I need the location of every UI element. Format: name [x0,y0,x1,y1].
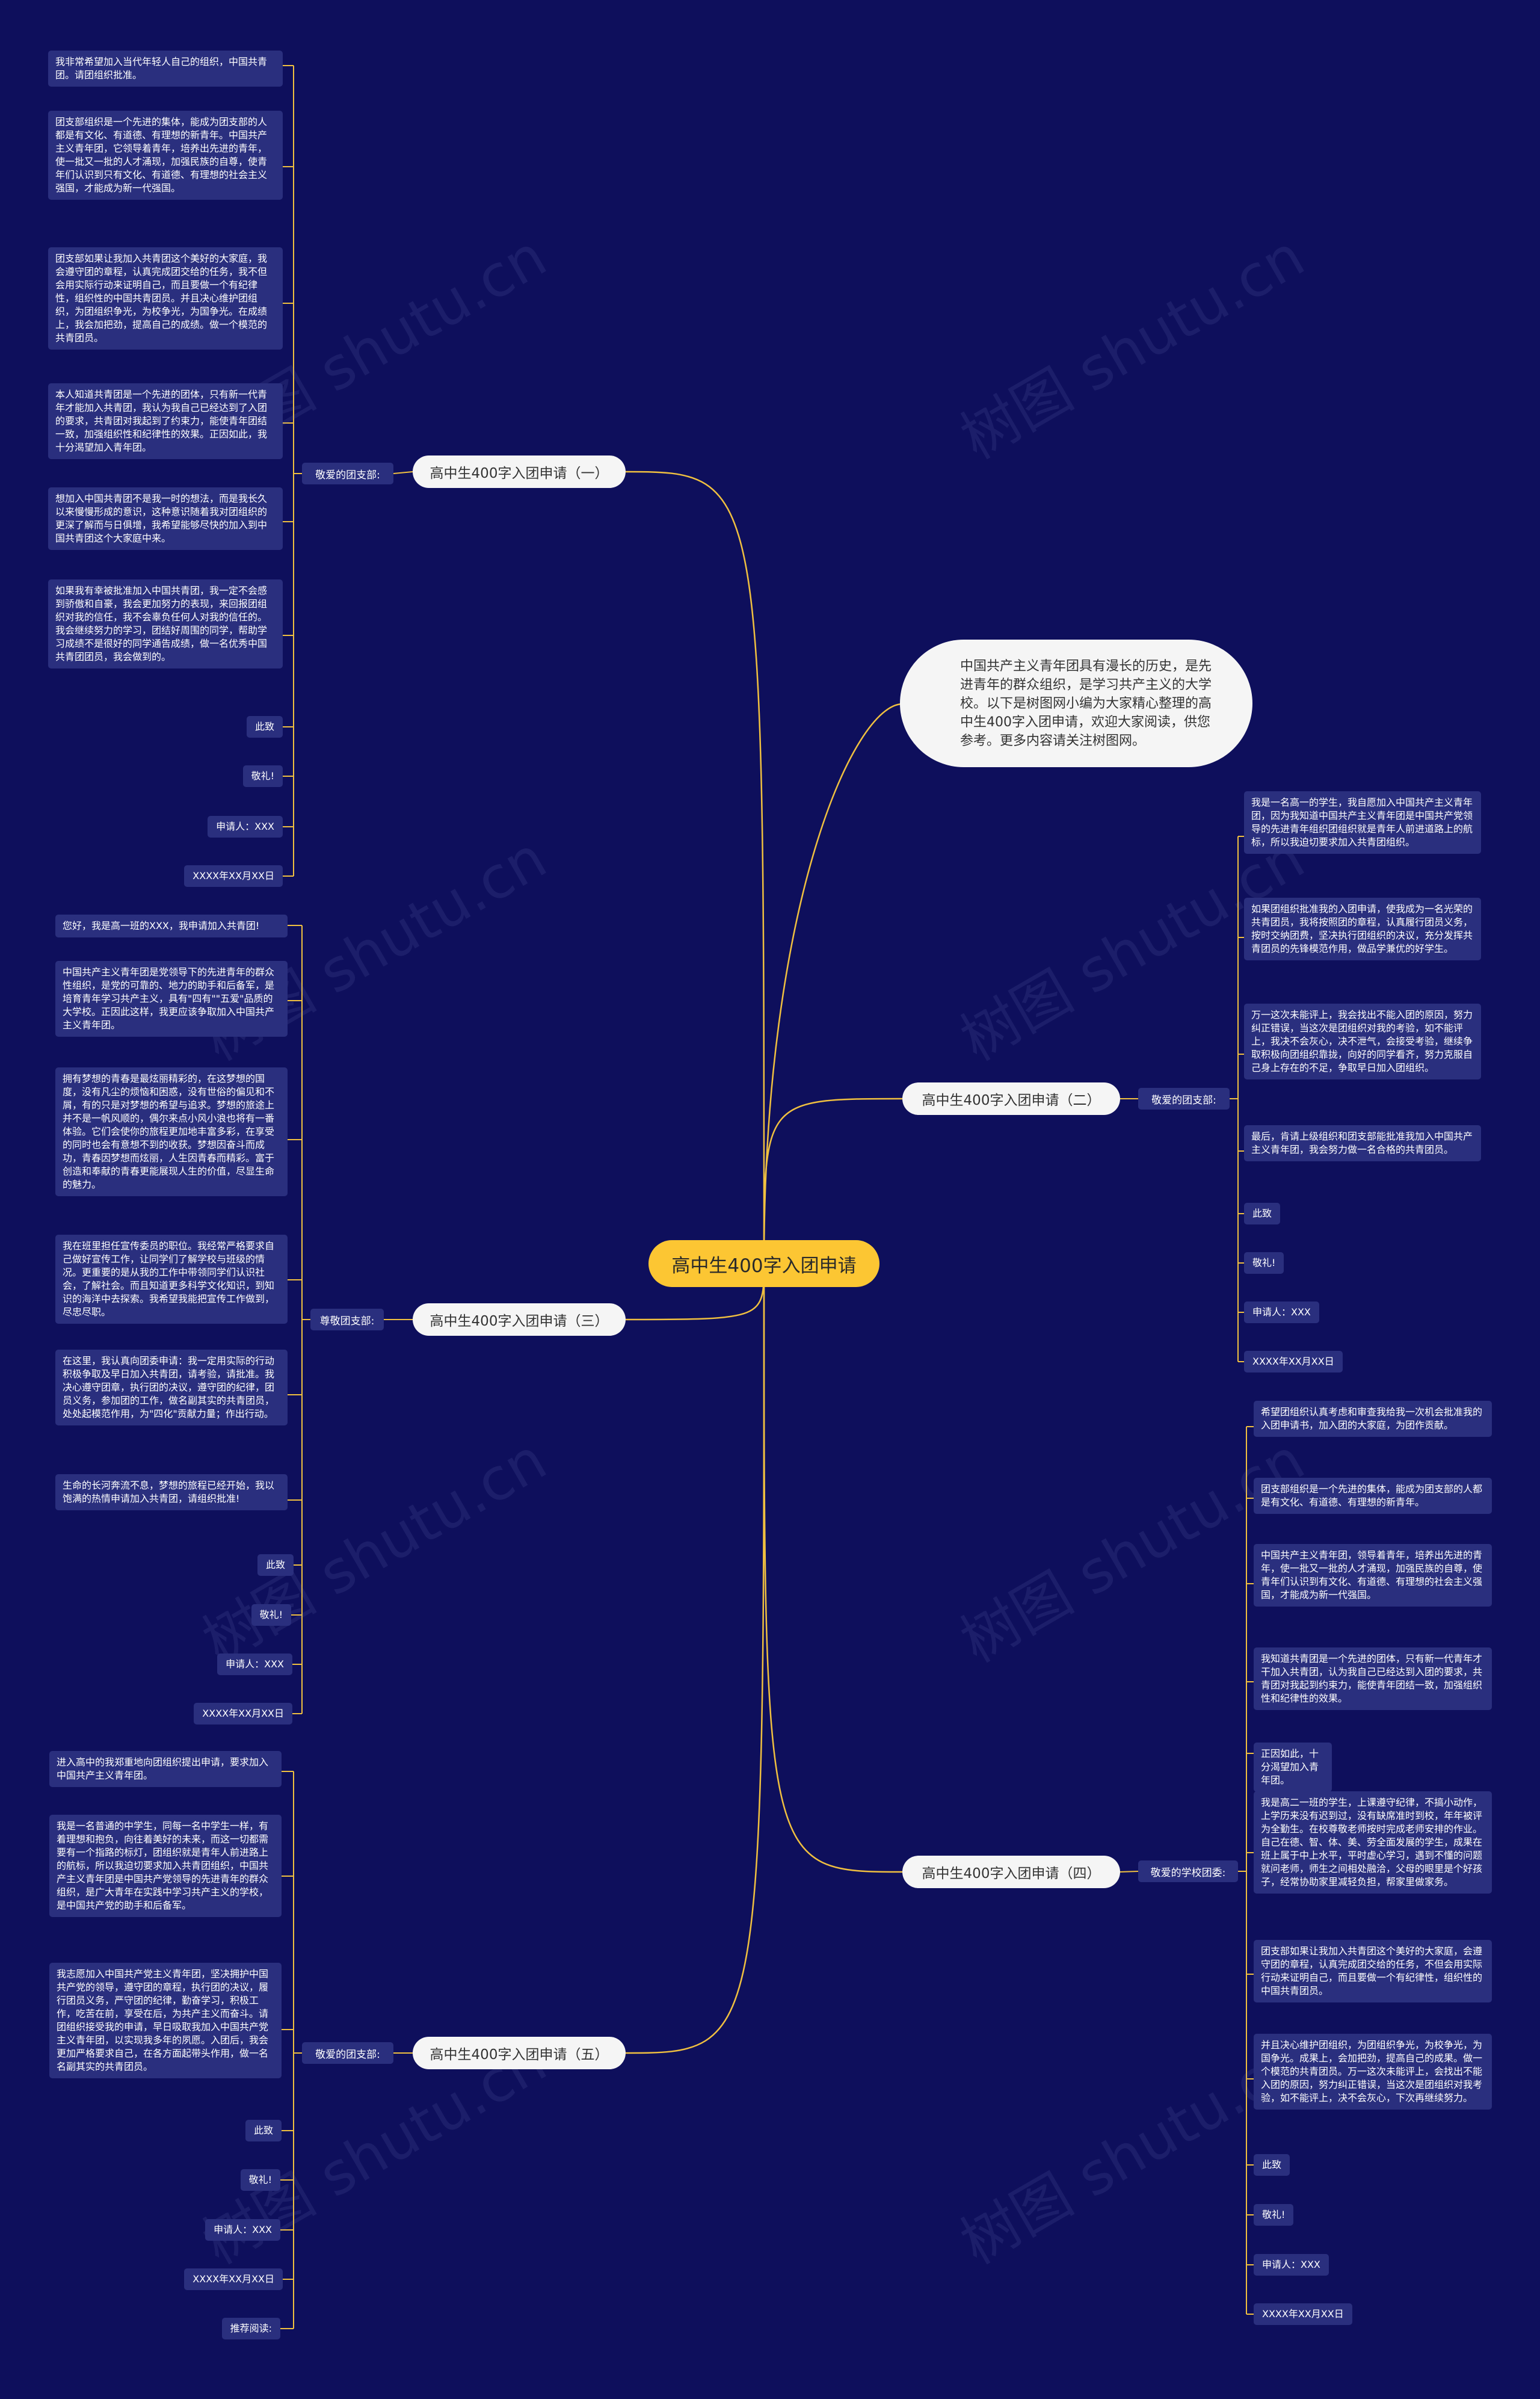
connector-line [1120,1871,1139,1873]
leaf-note-2-3[interactable]: 万一这次未能评上，我会找出不能入团的原因，努力纠正错误，当这次是团组织对我的考验… [1244,1004,1481,1079]
leaf-note-3-1[interactable]: 您好，我是高一班的XXX，我申请加入共青团! [55,915,288,937]
leaf-note-1-10[interactable]: XXXX年XX月XX日 [184,865,283,887]
leaf-note-4-5[interactable]: 正因如此，十分渴望加入青年团。 [1254,1743,1332,1792]
leaf-note-1-1[interactable]: 我非常希望加入当代年轻人自己的组织，中国共青团。请团组织批准。 [48,51,283,87]
leaf-note-4-11[interactable]: 申请人：XXX [1254,2254,1329,2276]
leaf-note-1-8[interactable]: 敬礼! [242,765,283,787]
connector-line [393,471,413,474]
leaf-note-4-10[interactable]: 敬礼! [1254,2204,1294,2226]
leaf-note-2-1[interactable]: 我是一名高一的学生，我自愿加入中国共产主义青年团，因为我知道中国共产主义青年团是… [1244,791,1481,854]
salutation-tag-1[interactable]: 敬爱的团支部: [302,463,393,484]
leaf-note-5-4[interactable]: 此致 [245,2120,282,2141]
branch-topic-2[interactable]: 高中生400字入团申请（二） [902,1082,1120,1115]
leaf-note-3-10[interactable]: XXXX年XX月XX日 [194,1703,292,1724]
leaf-note-5-7[interactable]: XXXX年XX月XX日 [184,2268,283,2290]
leaf-note-1-3[interactable]: 团支部如果让我加入共青团这个美好的大家庭，我会遵守团的章程，认真完成团交给的任务… [48,247,283,350]
leaf-note-3-5[interactable]: 在这里，我认真向团委申请：我一定用实际的行动积极争取及早日加入共青团，请考验，请… [55,1350,288,1425]
leaf-note-4-12[interactable]: XXXX年XX月XX日 [1254,2303,1352,2325]
salutation-tag-5[interactable]: 敬爱的团支部: [302,2042,393,2064]
leaf-note-3-6[interactable]: 生命的长河奔流不息，梦想的旅程已经开始，我以饱满的热情申请加入共青团，请组织批准… [55,1474,288,1510]
leaf-note-4-2[interactable]: 团支部组织是一个先进的集体，能成为团支部的人都是有文化、有道德、有理想的新青年。 [1254,1478,1492,1514]
leaf-note-5-8[interactable]: 推荐阅读: [221,2318,280,2339]
connector-line [625,471,765,1264]
leaf-note-5-3[interactable]: 我志愿加入中国共产党主义青年团，坚决拥护中国共产党的领导，遵守团的章程，执行团的… [49,1963,282,2078]
leaf-note-3-3[interactable]: 拥有梦想的青春是最炫丽精彩的，在这梦想的国度，没有凡尘的烦恼和困惑，没有世俗的偏… [55,1067,288,1196]
leaf-note-4-8[interactable]: 并且决心维护团组织，为团组织争光，为校争光，为国争光。成果上，会加把劲，提高自己… [1254,2034,1492,2110]
leaf-note-4-1[interactable]: 希望团组织认真考虑和审查我给我一次机会批准我的入团申请书，加入团的大家庭，为团作… [1254,1401,1492,1437]
leaf-note-3-4[interactable]: 我在班里担任宣传委员的职位。我经常严格要求自己做好宣传工作，让同学们了解学校与班… [55,1235,288,1324]
leaf-note-1-9[interactable]: 申请人：XXX [208,816,283,838]
leaf-note-2-4[interactable]: 最后，肯请上级组织和团支部能批准我加入中国共产主义青年团，我会努力做一名合格的共… [1244,1125,1481,1161]
salutation-tag-4[interactable]: 敬爱的学校团委: [1138,1860,1238,1882]
leaf-note-2-7[interactable]: 申请人：XXX [1244,1301,1319,1323]
leaf-note-2-6[interactable]: 敬礼! [1244,1252,1284,1274]
leaf-note-1-6[interactable]: 如果我有幸被批准加入中国共青团，我一定不会感到骄傲和自豪，我会更加努力的表现，来… [48,579,283,668]
connector-line [625,1263,765,2054]
leaf-note-3-7[interactable]: 此致 [257,1554,294,1576]
leaf-note-4-3[interactable]: 中国共产主义青年团，领导着青年，培养出先进的青年，使一批又一批的人才涌现，加强民… [1254,1544,1492,1607]
intro-note: 中国共产主义青年团具有漫长的历史，是先进青年的群众组织，是学习共产主义的大学校。… [900,640,1252,767]
salutation-tag-3[interactable]: 尊敬团支部: [310,1309,384,1330]
leaf-note-4-6[interactable]: 我是高二一班的学生，上课遵守纪律，不搞小动作，上学历来没有迟到过，没有缺席准时到… [1254,1791,1492,1894]
leaf-note-4-9[interactable]: 此致 [1254,2154,1290,2176]
leaf-note-2-2[interactable]: 如果团组织批准我的入团申请，使我成为一名光荣的共青团员，我将按照团的章程，认真履… [1244,898,1481,960]
connector-line [763,703,903,1264]
leaf-note-1-5[interactable]: 想加入中国共青团不是我一时的想法，而是我长久以来慢慢形成的意识，这种意识随着我对… [48,487,283,550]
leaf-note-3-8[interactable]: 敬礼! [251,1604,291,1626]
leaf-note-4-4[interactable]: 我知道共青团是一个先进的团体，只有新一代青年才干加入共青团，认为我自己已经达到入… [1254,1647,1492,1710]
leaf-note-5-1[interactable]: 进入高中的我郑重地向团组织提出申请，要求加入中国共产主义青年团。 [49,1751,282,1787]
connector-line [763,1263,903,1873]
leaf-note-4-7[interactable]: 团支部如果让我加入共青团这个美好的大家庭，会遵守团的章程，认真完成团交给的任务，… [1254,1940,1492,2002]
leaf-note-5-5[interactable]: 敬礼! [240,2169,280,2191]
connector-line [763,1098,903,1264]
salutation-tag-2[interactable]: 敬爱的团支部: [1138,1088,1230,1110]
leaf-note-3-9[interactable]: 申请人：XXX [217,1653,292,1675]
leaf-note-1-4[interactable]: 本人知道共青团是一个先进的团体，只有新一代青年才能加入共青团，我认为我自己已经达… [48,383,283,459]
leaf-note-5-2[interactable]: 我是一名普通的中学生，同每一名中学生一样，有着理想和抱负，向往着美好的未来，而这… [49,1815,282,1917]
intro-text: 中国共产主义青年团具有漫长的历史，是先进青年的群众组织，是学习共产主义的大学校。… [960,658,1212,749]
branch-topic-1[interactable]: 高中生400字入团申请（一） [413,455,626,488]
leaf-note-5-6[interactable]: 申请人：XXX [205,2219,280,2241]
branch-topic-4[interactable]: 高中生400字入团申请（四） [902,1856,1120,1888]
leaf-note-2-8[interactable]: XXXX年XX月XX日 [1244,1351,1343,1372]
leaf-note-1-2[interactable]: 团支部组织是一个先进的集体，能成为团支部的人都是有文化、有道德、有理想的新青年。… [48,111,283,200]
branch-topic-5[interactable]: 高中生400字入团申请（五） [413,2037,626,2069]
leaf-note-3-2[interactable]: 中国共产主义青年团是党领导下的先进青年的群众性组织，是党的可靠的、地力的助手和后… [55,961,288,1037]
leaf-note-1-7[interactable]: 此致 [246,716,283,738]
root-topic[interactable]: 高中生400字入团申请 [648,1240,879,1287]
branch-topic-3[interactable]: 高中生400字入团申请（三） [413,1303,626,1336]
leaf-note-2-5[interactable]: 此致 [1244,1203,1281,1224]
